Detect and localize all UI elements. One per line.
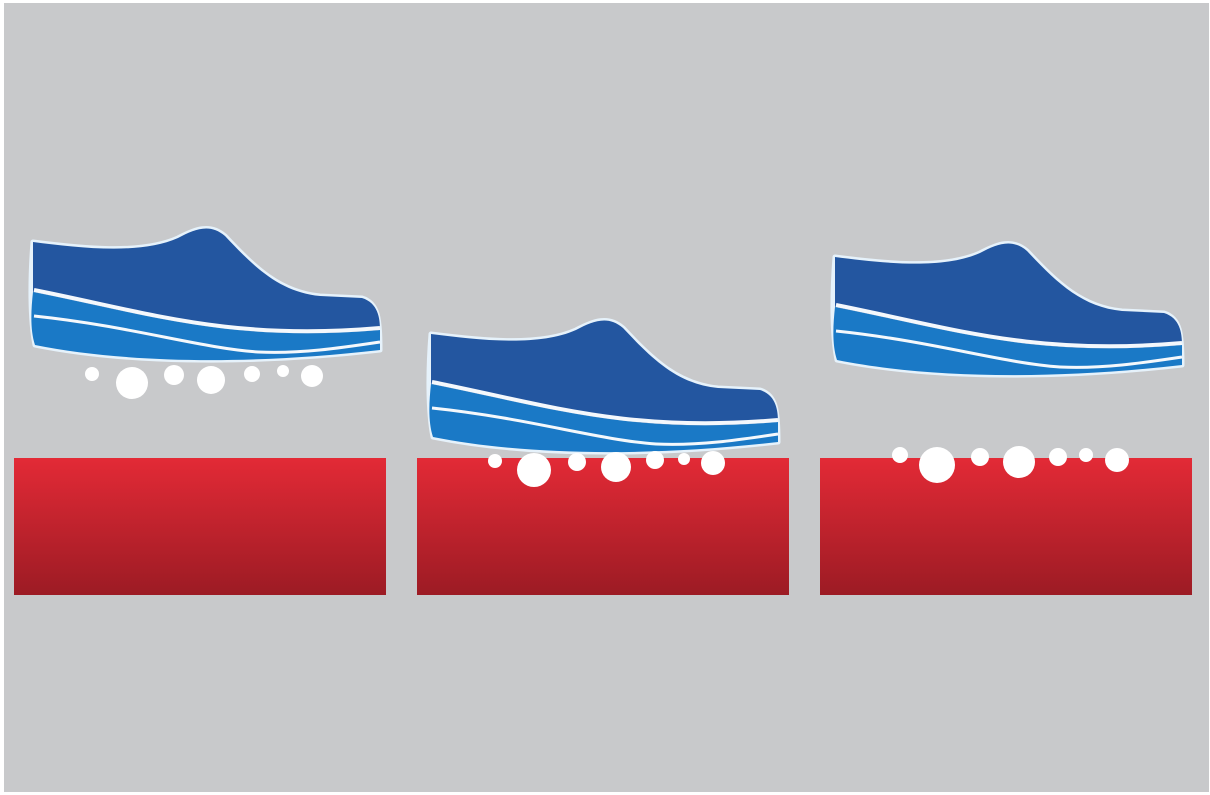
granule-icon bbox=[244, 366, 260, 382]
granule-icon bbox=[892, 447, 908, 463]
granule-icon bbox=[601, 452, 631, 482]
granule-icon bbox=[277, 365, 289, 377]
granule-icon bbox=[1049, 448, 1067, 466]
granule-icon bbox=[1079, 448, 1093, 462]
granule-icon bbox=[919, 447, 955, 483]
granule-icon bbox=[164, 365, 184, 385]
granule-icon bbox=[646, 451, 664, 469]
granule-icon bbox=[301, 365, 323, 387]
granule-icon bbox=[1105, 448, 1129, 472]
granule-icon bbox=[678, 453, 690, 465]
granule-icon bbox=[701, 451, 725, 475]
ground-block-3 bbox=[820, 458, 1192, 595]
granule-icon bbox=[85, 367, 99, 381]
granule-icon bbox=[971, 448, 989, 466]
granule-icon bbox=[116, 367, 148, 399]
ground-block-1 bbox=[14, 458, 386, 595]
granule-icon bbox=[517, 453, 551, 487]
granule-icon bbox=[568, 453, 586, 471]
ground-block-2 bbox=[417, 458, 789, 595]
granule-icon bbox=[488, 454, 502, 468]
granule-icon bbox=[197, 366, 225, 394]
granule-icon bbox=[1003, 446, 1035, 478]
